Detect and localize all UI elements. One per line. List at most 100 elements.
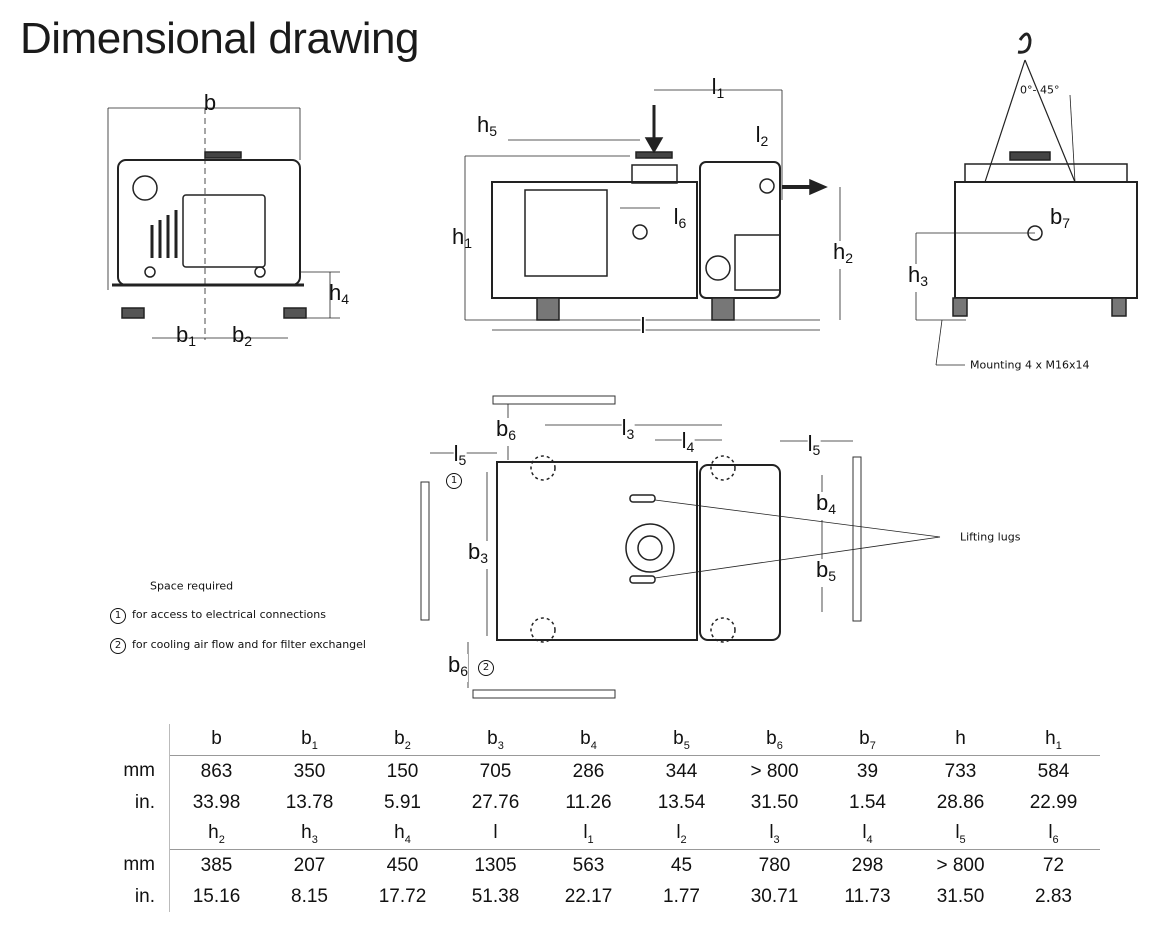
- side-view-pump: [464, 89, 841, 331]
- column-header: h1: [1007, 724, 1100, 756]
- top-view-pump: [420, 395, 941, 699]
- column-header: l2: [635, 818, 728, 850]
- dim-label-l3: l3: [621, 417, 635, 445]
- table-cell: 207: [293, 854, 326, 876]
- table-cell: 33.98: [192, 791, 241, 813]
- table-cell: 27.76: [471, 791, 520, 813]
- table-cell: 298: [851, 854, 884, 876]
- table-cell: 72: [1042, 854, 1065, 876]
- dim-label-b2: b2: [231, 322, 253, 350]
- table-cell: 350: [293, 760, 326, 782]
- table-cell: 385: [200, 854, 233, 876]
- dim-label-b1: b1: [175, 322, 197, 350]
- dim-label-l1: l1: [711, 74, 725, 102]
- table-cell: 22.17: [564, 885, 613, 907]
- unit-label: in.: [95, 787, 170, 818]
- table-cell: 45: [670, 854, 693, 876]
- column-header: l4: [821, 818, 914, 850]
- dim-label-h2: h2: [832, 241, 854, 269]
- table-cell: 450: [386, 854, 419, 876]
- table-cell: 1305: [474, 854, 517, 876]
- table-cell: 51.38: [471, 885, 520, 907]
- column-header: b4: [542, 724, 635, 756]
- table-cell: 1.77: [663, 885, 700, 907]
- dim-label-l4: l4: [681, 430, 695, 458]
- technical-drawing: [107, 32, 1138, 699]
- unit-label: mm: [95, 755, 170, 787]
- unit-label: mm: [95, 849, 170, 881]
- table-cell: 17.72: [378, 885, 427, 907]
- table-cell: 1.54: [849, 791, 886, 813]
- column-header: l: [449, 818, 542, 850]
- table-cell: 2.83: [1035, 885, 1072, 907]
- mounting-label: Mounting 4 x M16x14: [970, 358, 1090, 372]
- table-cell: 286: [572, 760, 605, 782]
- table-cell: 5.91: [384, 791, 421, 813]
- table-cell: 344: [665, 760, 698, 782]
- column-header: b2: [356, 724, 449, 756]
- end-view-pump: [915, 32, 1138, 366]
- table-cell: 150: [386, 760, 419, 782]
- dim-label-h5: h5: [476, 112, 498, 140]
- table-cell: 563: [572, 854, 605, 876]
- table-cell: 733: [944, 760, 977, 782]
- space-marker-2: 2: [478, 660, 500, 676]
- space-marker-1: 1: [446, 473, 468, 489]
- column-header: b7: [821, 724, 914, 756]
- front-view-pump: [107, 107, 340, 340]
- table-cell: 28.86: [936, 791, 985, 813]
- column-header: b: [169, 724, 263, 756]
- dim-label-b7: b7: [1049, 204, 1071, 232]
- table-cell: 705: [479, 760, 512, 782]
- column-header: l1: [542, 818, 635, 850]
- dim-label-b6-top: b6: [495, 418, 517, 446]
- dim-label-h3: h3: [907, 264, 929, 292]
- table-cell: 780: [758, 854, 791, 876]
- dim-label-b3: b3: [467, 541, 489, 569]
- table-cell: 11.73: [844, 885, 891, 907]
- table-cell: 15.16: [192, 885, 241, 907]
- dim-label-b4: b4: [815, 492, 837, 520]
- angle-label: 0°- 45°: [1020, 83, 1060, 97]
- table-corner: [95, 724, 170, 756]
- column-header: b6: [728, 724, 821, 756]
- dim-label-l: l: [640, 315, 646, 343]
- table-cell: > 800: [750, 760, 799, 782]
- column-header: h3: [263, 818, 356, 850]
- table-cell: 39: [856, 760, 879, 782]
- dim-label-h4: h4: [328, 280, 350, 308]
- table-cell: 13.78: [285, 791, 334, 813]
- column-header: h4: [356, 818, 449, 850]
- dim-label-l6: l6: [673, 204, 687, 232]
- column-header: l3: [728, 818, 821, 850]
- dim-label-b: b: [203, 90, 217, 115]
- page-title: Dimensional drawing: [20, 14, 419, 63]
- table-row: in. 33.98 13.78 5.91 27.76 11.26 13.54 31.50 1.5…: [95, 787, 1100, 818]
- table-cell: 22.99: [1029, 791, 1078, 813]
- dim-label-b5: b5: [815, 559, 837, 587]
- dim-label-h1: h1: [451, 224, 473, 252]
- table-cell: 31.50: [750, 791, 799, 813]
- table-row: mm 385 207 450 1305 563 45 780 298 > 800 72: [95, 849, 1100, 881]
- column-header: h2: [169, 818, 263, 850]
- dim-label-l2: l2: [755, 122, 769, 150]
- table-cell: > 800: [936, 854, 985, 876]
- table-cell: 30.71: [750, 885, 799, 907]
- column-header: b1: [263, 724, 356, 756]
- table-cell: 584: [1037, 760, 1070, 782]
- table-cell: 8.15: [291, 885, 328, 907]
- dim-label-l5-left: l5: [453, 443, 467, 471]
- table-cell: 11.26: [565, 791, 612, 813]
- table-cell: 13.54: [657, 791, 706, 813]
- table-corner: [95, 818, 170, 850]
- legend-heading: Space required: [150, 579, 234, 593]
- column-header: l5: [914, 818, 1007, 850]
